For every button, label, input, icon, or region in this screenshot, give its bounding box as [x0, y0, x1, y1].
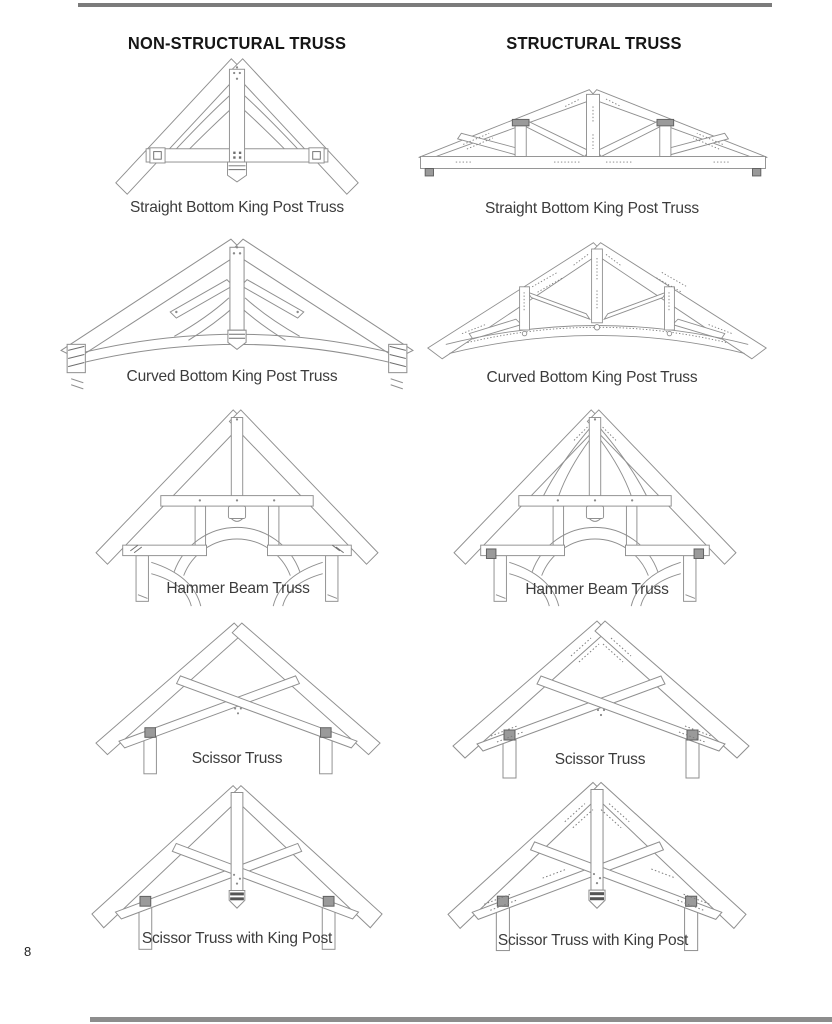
- caption-row2-left: Curved Bottom King Post Truss: [126, 368, 338, 385]
- figure-non-structural-straight-bottom-king-post-truss: [115, 58, 359, 195]
- figure-non-structural-scissor-truss: [95, 622, 381, 775]
- column-header-non-structural: NON-STRUCTURAL TRUSS: [127, 33, 347, 53]
- caption-row3-right: Hammer Beam Truss: [525, 581, 669, 598]
- column-header-structural: STRUCTURAL TRUSS: [506, 33, 682, 53]
- figure-structural-scissor-truss-with-king-post: [447, 781, 747, 952]
- page-number: 8: [24, 944, 32, 959]
- figure-non-structural-curved-bottom-king-post-truss: [60, 238, 414, 390]
- figure-structural-straight-bottom-king-post-truss: [418, 89, 768, 177]
- caption-row5-right: Scissor Truss with King Post: [497, 932, 689, 949]
- caption-row4-right: Scissor Truss: [554, 751, 646, 768]
- caption-row3-left: Hammer Beam Truss: [166, 580, 310, 597]
- figure-structural-hammer-beam-truss: [453, 409, 737, 607]
- caption-row5-left: Scissor Truss with King Post: [141, 930, 333, 947]
- figure-non-structural-scissor-truss-with-king-post: [91, 784, 383, 950]
- caption-row4-left: Scissor Truss: [191, 750, 283, 767]
- figure-structural-scissor-truss: [452, 620, 750, 779]
- caption-row2-right: Curved Bottom King Post Truss: [486, 369, 698, 386]
- figure-structural-curved-bottom-king-post-truss: [427, 242, 767, 360]
- caption-row1-left: Straight Bottom King Post Truss: [130, 199, 344, 216]
- bottom-rule: [90, 1017, 832, 1022]
- figure-non-structural-hammer-beam-truss: [95, 409, 379, 607]
- caption-row1-right: Straight Bottom King Post Truss: [485, 200, 699, 217]
- top-rule: [78, 3, 772, 7]
